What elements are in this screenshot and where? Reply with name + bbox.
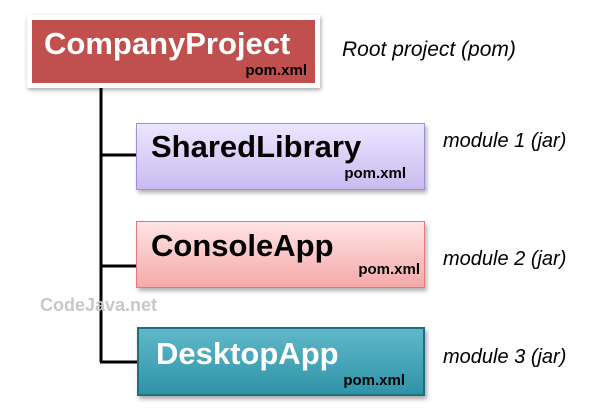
module-3-note: module 3 (jar) bbox=[443, 346, 567, 368]
module-2-box: ConsoleApp pom.xml bbox=[136, 221, 425, 288]
module-3-box: DesktopApp pom.xml bbox=[137, 327, 425, 396]
module-1-box: SharedLibrary pom.xml bbox=[136, 123, 425, 190]
module-3-title: DesktopApp bbox=[156, 336, 339, 371]
root-project-note: Root project (pom) bbox=[342, 38, 516, 61]
module-2-title: ConsoleApp bbox=[151, 228, 334, 263]
module-1-pom-label: pom.xml bbox=[344, 165, 406, 182]
module-3-pom-label: pom.xml bbox=[343, 372, 405, 389]
watermark: CodeJava.net bbox=[40, 295, 158, 315]
module-1-title: SharedLibrary bbox=[151, 129, 362, 164]
root-project-title: CompanyProject bbox=[44, 26, 291, 61]
module-1-note: module 1 (jar) bbox=[443, 130, 567, 152]
module-2-note: module 2 (jar) bbox=[443, 248, 567, 270]
root-project-box: CompanyProject pom.xml bbox=[27, 15, 320, 88]
module-2-pom-label: pom.xml bbox=[358, 261, 420, 278]
root-pom-label: pom.xml bbox=[245, 62, 307, 79]
